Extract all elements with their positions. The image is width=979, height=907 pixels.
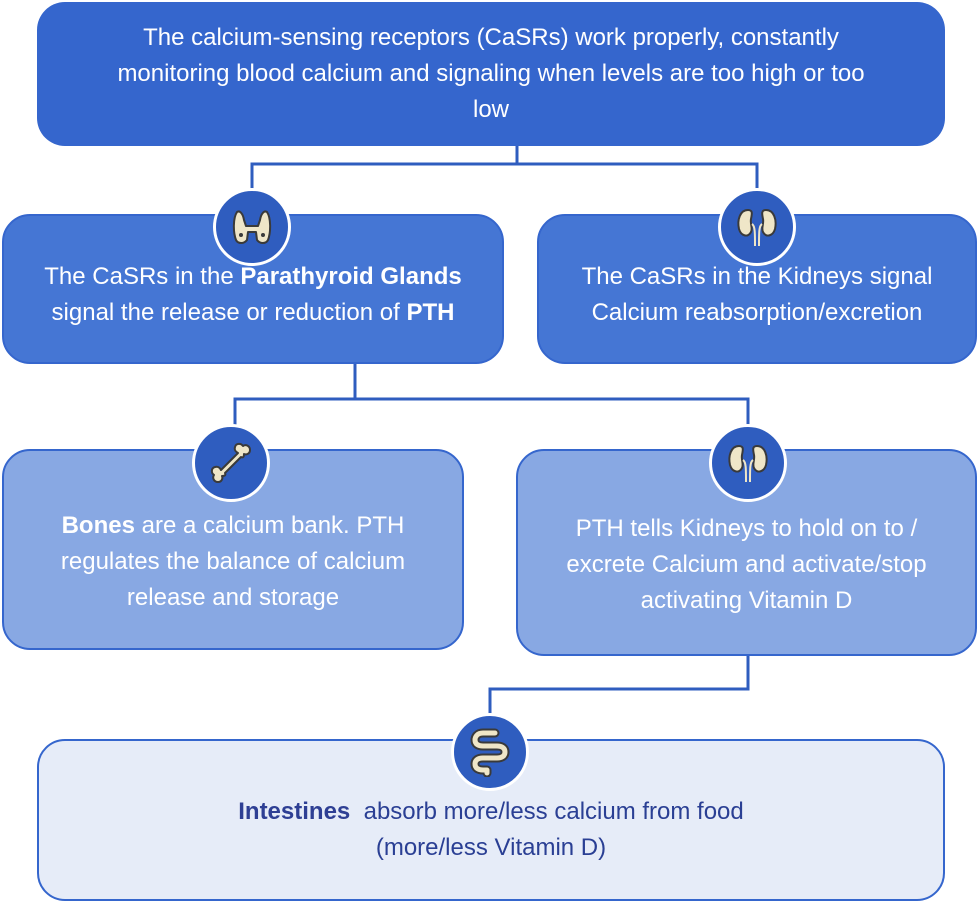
bone-icon <box>192 424 270 502</box>
intestines-line2: (more/less Vitamin D) <box>375 834 607 861</box>
kidney-icon <box>718 188 796 266</box>
thyroid-icon <box>213 188 291 266</box>
intestines-label: Intestines <box>238 798 351 825</box>
intestine-icon <box>451 713 529 791</box>
parathyroid-prefix: The CaSRs in the <box>44 263 241 290</box>
kidney-icon <box>709 424 787 502</box>
kidneys-pth-text: PTH tells Kidneys to hold on to / excret… <box>566 514 927 614</box>
connector-kidneys-to-intestines <box>488 656 750 739</box>
bones-label: Bones <box>61 511 135 539</box>
node-intestines: Intestines absorb more/less calcium from… <box>37 739 945 901</box>
top-node-text: The calcium-sensing receptors (CaSRs) wo… <box>117 24 865 123</box>
connector-parathyroid-to-level3 <box>233 364 750 449</box>
kidneys-signal-line1: The CaSRs in the Kidneys signal <box>581 263 933 290</box>
parathyroid-middle: signal the release or reduction of <box>51 299 407 326</box>
connector-top-to-level2 <box>250 146 759 214</box>
parathyroid-glands-label: Parathyroid Glands <box>240 263 462 290</box>
bones-text: are a calcium bank. PTH regulates the ba… <box>60 511 406 611</box>
intestines-text: absorb more/less calcium from food <box>350 798 744 825</box>
pth-label: PTH <box>406 299 455 326</box>
top-node-casr-monitoring: The calcium-sensing receptors (CaSRs) wo… <box>37 2 945 146</box>
kidneys-signal-line2: Calcium reabsorption/excretion <box>591 299 923 326</box>
